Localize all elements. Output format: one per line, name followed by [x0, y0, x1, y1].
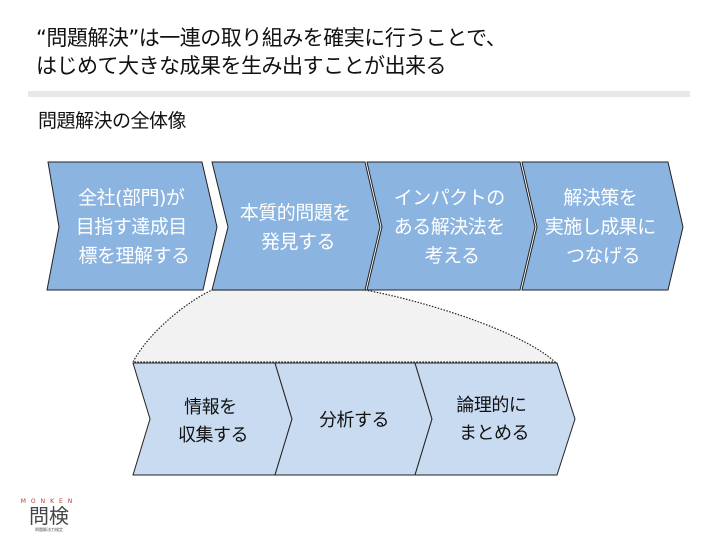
main-step-3 [366, 161, 536, 291]
title-line-1: “問題解決”は一連の取り組みを確実に行うことで、 [36, 26, 507, 50]
sub-step-3-label: 論理的に まとめる [456, 395, 531, 444]
main-step-2 [211, 161, 381, 291]
main-step-2-label: 本質的問題を 発見する [240, 202, 357, 253]
slide-title: “問題解決”は一連の取り組みを確実に行うことで、 はじめて大きな成果を生み出すこ… [36, 24, 507, 80]
divider [28, 91, 690, 97]
sub-step-3 [414, 362, 576, 476]
sub-step-2-label: 分析する [319, 410, 389, 431]
sub-step-1-label: 情報を 収集する [178, 397, 248, 446]
logo-mark: 問検 [29, 504, 69, 528]
main-step-4-label: 解決策を 実施し成果に つなげる [545, 187, 662, 267]
monken-logo: MONKEN 問検 問題解決力検定 [14, 498, 84, 533]
title-line-2: はじめて大きな成果を生み出すことが出来る [36, 54, 447, 78]
logo-caption: 問題解決力検定 [35, 527, 63, 532]
sub-step-1 [132, 362, 293, 476]
logo-top-text: MONKEN [20, 498, 78, 505]
main-step-3-label: インパクトの ある解決法を 考える [394, 187, 511, 267]
main-step-4 [521, 161, 684, 291]
main-step-1 [46, 161, 218, 291]
section-heading: 問題解決の全体像 [38, 110, 187, 132]
main-step-1-label: 全社(部門)が 目指す達成目 標を理解する [76, 187, 193, 267]
zoom-funnel [132, 289, 557, 363]
